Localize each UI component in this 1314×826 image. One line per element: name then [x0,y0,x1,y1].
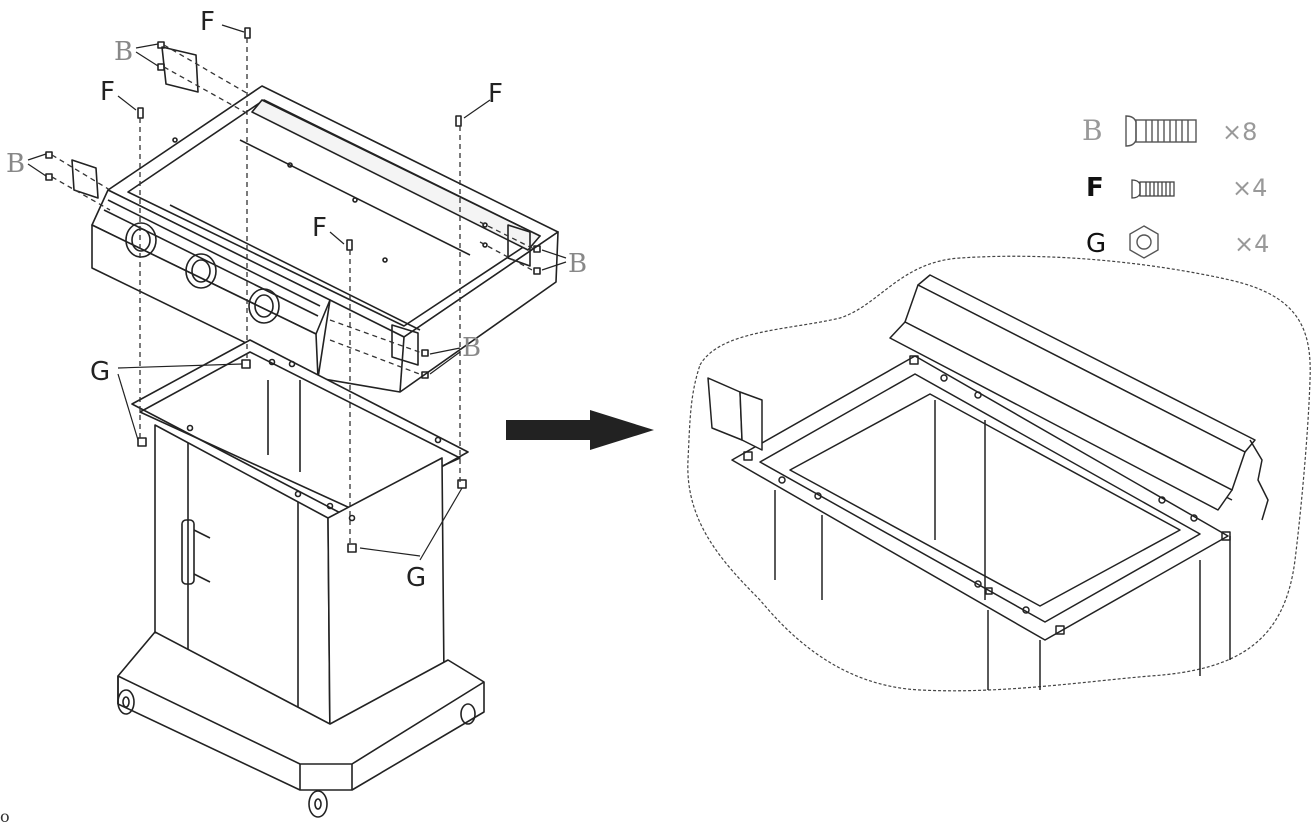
nut-g [1055,625,1065,635]
bolt-f [455,115,462,127]
bolt-b-pair [533,245,541,275]
legend-row-b: B ×8 [1082,114,1257,147]
legend-quantity: ×4 [1234,230,1269,258]
leader-lines [27,24,567,561]
alignment-guides [51,38,535,546]
nut-g [347,543,357,553]
nut-g [909,355,919,365]
callout-b: B [462,333,481,363]
legend-quantity: ×4 [1232,174,1267,202]
control-knob [185,253,217,289]
bolt-f [137,107,144,119]
callout-b: B [568,249,587,279]
control-knob [125,222,157,258]
caster-wheel [460,703,476,725]
caster-wheel [117,689,135,715]
bolt-large-icon [1125,115,1197,147]
callout-f: F [488,79,503,109]
exploded-assembly [45,27,559,818]
caster-wheel [308,790,328,818]
hardware-legend: B ×8 F ×4 [1082,114,1269,259]
nut-g [137,437,147,447]
cart-cabinet [117,339,485,818]
control-knob [248,288,280,324]
callout-f: F [200,7,215,37]
bolt-b-pair [421,349,429,379]
legend-letter: G [1086,229,1106,259]
corner-mark: o [0,807,10,826]
callout-g: G [90,357,110,387]
legend-quantity: ×8 [1222,118,1257,146]
callout-g: G [406,563,426,593]
nut-g [743,451,753,461]
legend-letter: B [1082,114,1103,147]
grill-head [71,46,559,393]
callout-f: F [312,213,327,243]
legend-row-g: G ×4 [1086,225,1269,259]
callout-b: B [114,37,133,67]
hex-nut-icon [1129,225,1159,259]
legend-letter: F [1086,173,1104,203]
callout-b: B [6,149,25,179]
bolt-small-icon [1131,179,1175,199]
detail-view [687,255,1311,692]
bolt-b-pair [45,151,53,181]
door-handle [181,519,195,585]
callout-f: F [100,77,115,107]
nut-g [1221,531,1231,541]
nut-g [457,479,467,489]
direction-arrow [506,410,654,450]
bolt-f [244,27,251,39]
legend-row-f: F ×4 [1086,173,1267,203]
